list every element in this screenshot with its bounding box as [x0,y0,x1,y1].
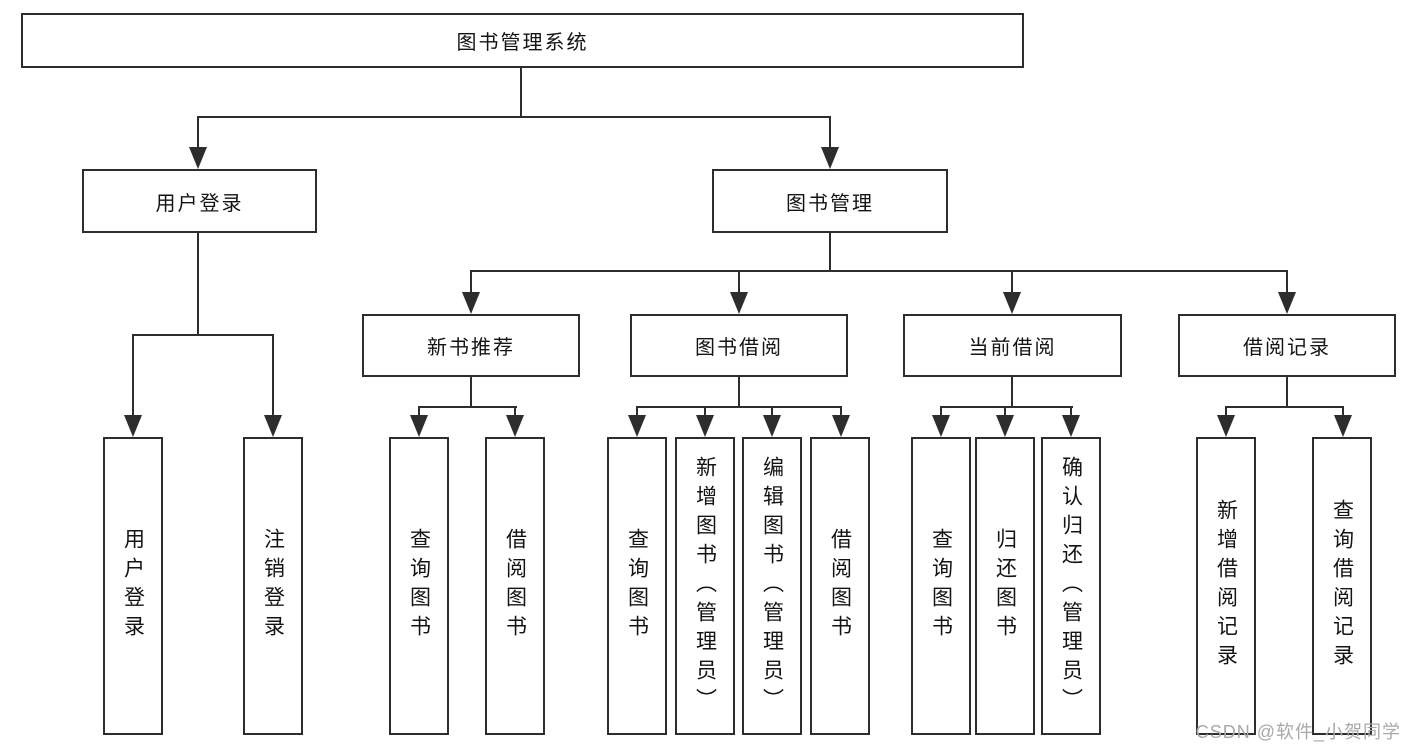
leaf-borrow-books-1-label: 借阅图书 [503,528,527,644]
arrowhead-icon [1217,415,1235,437]
leaf-return-books-label: 归还图书 [993,528,1017,644]
leaf-borrow-books-1: 借阅图书 [485,437,545,735]
arrowhead-icon [189,147,207,169]
node-new-book-recommend-label: 新书推荐 [427,337,515,359]
connector-current-borrow-bar [940,406,1073,408]
leaf-query-books-3: 查询图书 [911,437,971,735]
node-borrow-records-label: 借阅记录 [1243,337,1331,359]
node-book-borrow-label: 图书借阅 [695,337,783,359]
drop-leaf-logout [272,334,274,428]
connector-current-borrow-stem [1011,377,1013,407]
leaf-borrow-books-2-label: 借阅图书 [828,528,852,644]
leaf-query-borrow-record: 查询借阅记录 [1312,437,1372,735]
arrowhead-icon [628,415,646,437]
leaf-query-books-1-label: 查询图书 [407,528,431,644]
node-current-borrow: 当前借阅 [903,314,1122,377]
connector-book-mgmt-stem [829,233,831,271]
leaf-query-books-1: 查询图书 [389,437,449,735]
leaf-borrow-books-2: 借阅图书 [810,437,870,735]
drop-new-book [470,270,472,300]
drop-book-borrow [738,270,740,300]
arrowhead-icon [410,415,428,437]
leaf-edit-books-admin-label: 编辑图书（管理员） [760,455,784,717]
connector-borrow-records-stem [1286,377,1288,407]
drop-current-borrow [1011,270,1013,300]
connector-user-login-stem [197,233,199,335]
drop-book-mgmt [829,116,831,156]
node-book-borrow: 图书借阅 [630,314,848,377]
drop-leaf-user-login [132,334,134,428]
node-root: 图书管理系统 [21,13,1024,68]
arrowhead-icon [124,415,142,437]
leaf-query-books-3-label: 查询图书 [929,528,953,644]
arrowhead-icon [763,415,781,437]
leaf-return-books: 归还图书 [975,437,1035,735]
leaf-user-login-label: 用户登录 [121,528,145,644]
connector-root-stem [520,68,522,117]
arrowhead-icon [1278,292,1296,314]
leaf-add-borrow-record-label: 新增借阅记录 [1214,499,1238,673]
leaf-query-books-2-label: 查询图书 [625,528,649,644]
node-book-management: 图书管理 [712,169,948,233]
drop-user-login [197,116,199,156]
node-user-login-label: 用户登录 [155,192,244,215]
connector-borrow-records-bar [1225,406,1344,408]
leaf-user-login: 用户登录 [103,437,163,735]
leaf-edit-books-admin: 编辑图书（管理员） [742,437,802,735]
connector-new-book-stem [470,377,472,407]
arrowhead-icon [730,292,748,314]
connector-book-borrow-bar [636,406,842,408]
connector-level3-bar [470,270,1288,272]
leaf-confirm-return-admin: 确认归还（管理员） [1041,437,1101,735]
node-new-book-recommend: 新书推荐 [362,314,580,377]
leaf-add-books-admin-label: 新增图书（管理员） [693,455,717,717]
connector-user-login-bar [132,334,274,336]
arrowhead-icon [996,415,1014,437]
arrowhead-icon [1003,292,1021,314]
leaf-query-books-2: 查询图书 [607,437,667,735]
node-borrow-records: 借阅记录 [1178,314,1396,377]
leaf-logout-label: 注销登录 [261,528,285,644]
node-current-borrow-label: 当前借阅 [968,337,1057,359]
arrowhead-icon [832,415,850,437]
arrowhead-icon [696,415,714,437]
arrowhead-icon [506,415,524,437]
connector-new-book-bar [418,406,517,408]
arrowhead-icon [932,415,950,437]
connector-book-borrow-stem [738,377,740,407]
leaf-query-borrow-record-label: 查询借阅记录 [1330,499,1354,673]
csdn-watermark: CSDN @软件_小贺同学 [1195,722,1401,742]
leaf-confirm-return-admin-label: 确认归还（管理员） [1059,455,1083,717]
node-root-label: 图书管理系统 [456,32,589,54]
drop-borrow-records [1286,270,1288,300]
node-book-management-label: 图书管理 [786,192,874,215]
node-user-login: 用户登录 [82,169,317,233]
connector-level2-bar [197,116,831,118]
arrowhead-icon [1062,415,1080,437]
arrowhead-icon [821,147,839,169]
leaf-add-books-admin: 新增图书（管理员） [675,437,735,735]
leaf-logout: 注销登录 [243,437,303,735]
arrowhead-icon [264,415,282,437]
arrowhead-icon [462,292,480,314]
arrowhead-icon [1334,415,1352,437]
leaf-add-borrow-record: 新增借阅记录 [1196,437,1256,735]
